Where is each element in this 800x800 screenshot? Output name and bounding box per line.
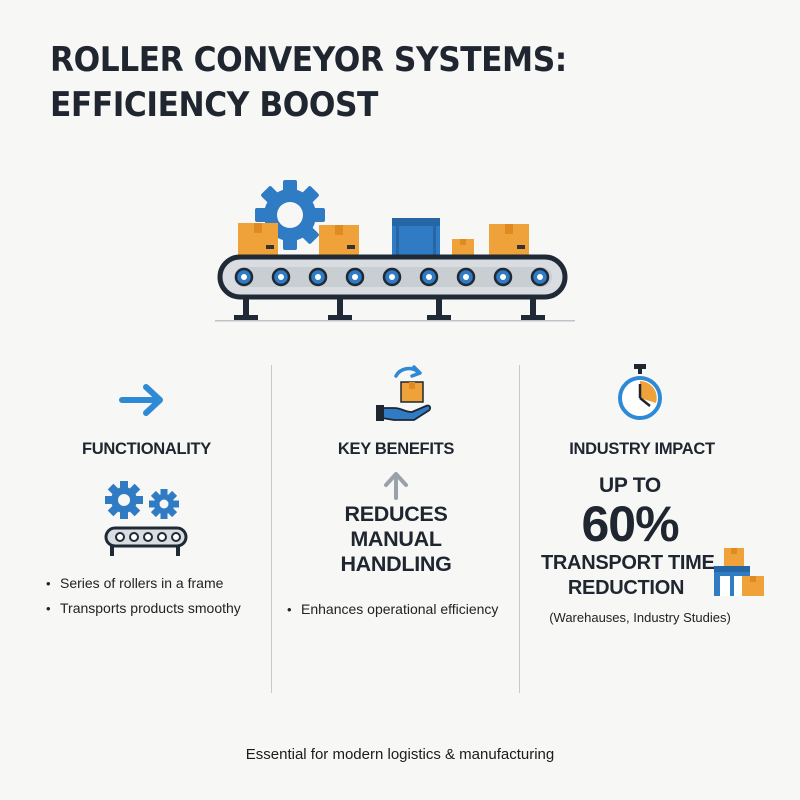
impact-source: (Warehauses, Industry Studies): [549, 610, 731, 625]
column-divider: [519, 365, 520, 693]
column-divider: [271, 365, 272, 693]
stopwatch-icon: [614, 362, 666, 422]
box-icon: [452, 239, 474, 257]
stat-label-line: REDUCTION: [567, 577, 685, 599]
list-item: Transports products smoothy: [46, 596, 241, 621]
functionality-bullets: Series of rollers in a frame Transports …: [46, 571, 241, 621]
conveyor-rollers: [234, 267, 550, 287]
stat-label-line: TRANSPORT TIME: [541, 552, 715, 574]
list-item: Series of rollers in a frame: [46, 571, 241, 596]
impact-stat-label: TRANSPORT TIME REDUCTION: [541, 551, 715, 601]
highlight-line: MANUAL: [350, 527, 442, 551]
list-item: Enhances operational efficiency: [287, 597, 498, 622]
benefits-highlight: REDUCES MANUAL HANDLING: [331, 502, 461, 577]
gears-conveyor-icon: [100, 478, 192, 558]
benefits-heading: KEY BENEFITS: [337, 440, 455, 458]
page-title: ROLLER CONVEYOR SYSTEMS: EFFICIENCY BOOS…: [50, 40, 567, 125]
benefits-bullets: Enhances operational efficiency: [287, 597, 498, 622]
highlight-line: HANDLING: [340, 552, 452, 576]
impact-heading: INDUSTRY IMPACT: [569, 440, 715, 458]
box-icon: [319, 225, 359, 257]
crate-icon: [392, 218, 440, 257]
arrow-up-icon: [381, 470, 411, 500]
highlight-line: REDUCES: [344, 502, 448, 526]
hand-box-icon: [372, 364, 436, 424]
footer-tagline: Essential for modern logistics & manufac…: [245, 746, 555, 763]
conveyor-legs: [234, 299, 545, 320]
box-icon: [238, 223, 278, 257]
impact-prefix: UP TO: [599, 474, 661, 497]
conveyor-illustration: [210, 175, 580, 325]
warehouse-boxes-icon: [712, 546, 768, 598]
box-icon: [489, 224, 529, 257]
impact-stat: 60%: [581, 496, 679, 552]
arrow-right-icon: [118, 380, 170, 420]
functionality-heading: FUNCTIONALITY: [82, 440, 212, 458]
